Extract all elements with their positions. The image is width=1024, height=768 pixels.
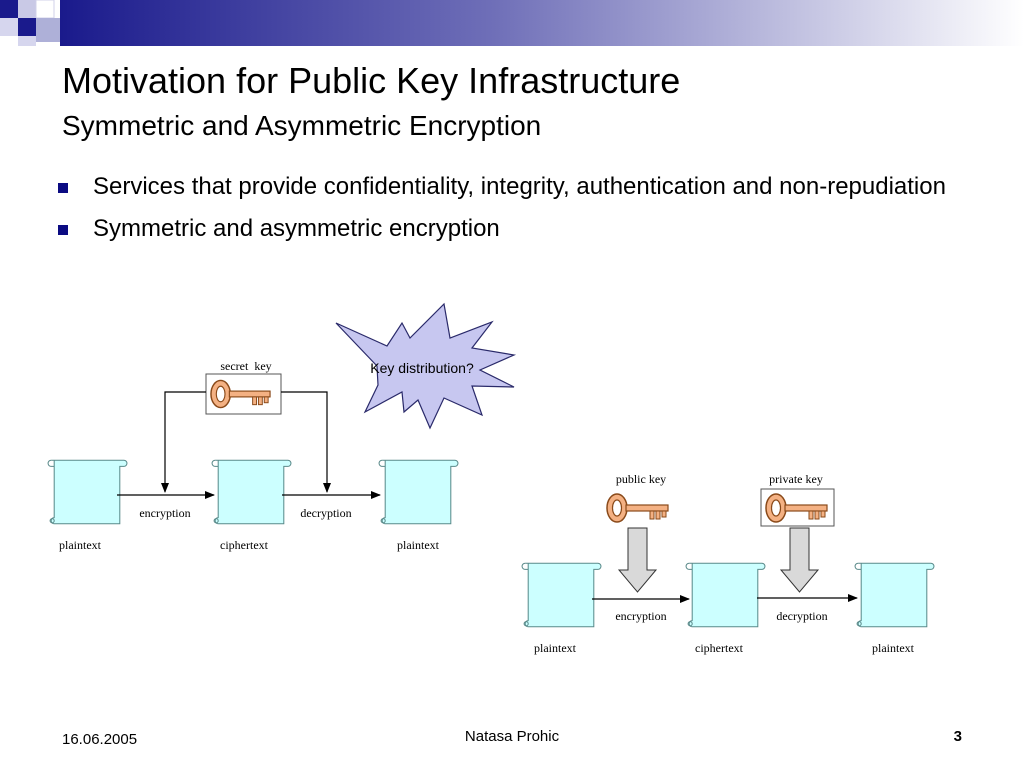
plaintext-label: plaintext: [872, 641, 915, 655]
ciphertext-scroll-icon: [685, 562, 766, 628]
key-distribution-starburst: [335, 302, 517, 430]
symmetric-diagram: secret key Key distribution? encryption …: [47, 302, 517, 552]
public-key-icon: [606, 493, 669, 523]
asymmetric-diagram: public key private key encryption decryp…: [521, 472, 935, 655]
public-key-label: public key: [616, 472, 666, 486]
bullet-text: Symmetric and asymmetric encryption: [93, 215, 500, 242]
header-decoration: [0, 0, 1024, 46]
bullet-item: Symmetric and asymmetric encryption: [58, 212, 958, 246]
slide-title: Motivation for Public Key Infrastructure: [62, 60, 681, 101]
plaintext-label: plaintext: [59, 538, 102, 552]
encryption-label: encryption: [615, 609, 666, 623]
plaintext-scroll-icon: [521, 562, 602, 628]
footer-date: 16.06.2005: [62, 731, 138, 748]
ciphertext-label: ciphertext: [695, 641, 744, 655]
ciphertext-label: ciphertext: [220, 538, 269, 552]
plaintext-scroll-icon: [378, 459, 459, 525]
plaintext-scroll-icon: [854, 562, 935, 628]
plaintext-label: plaintext: [397, 538, 440, 552]
private-key-label: private key: [769, 472, 823, 486]
key-distribution-label: Key distribution?: [370, 360, 474, 376]
page-number: 3: [953, 728, 962, 745]
square-bullet-icon: [58, 183, 68, 193]
encryption-label: encryption: [139, 506, 190, 520]
key-line-right: [281, 391, 331, 493]
ciphertext-scroll-icon: [211, 459, 292, 525]
bullet-text: Services that provide confidentiality, i…: [93, 173, 946, 200]
encryption-diagram: secret key Key distribution? encryption …: [47, 302, 935, 655]
secret-key-label: secret key: [220, 359, 271, 373]
decryption-label: decryption: [776, 609, 827, 623]
footer-author: Natasa Prohic: [464, 728, 560, 745]
plaintext-label: plaintext: [534, 641, 577, 655]
decryption-label: decryption: [300, 506, 351, 520]
public-key-down-arrow: [617, 527, 658, 593]
plaintext-scroll-icon: [47, 459, 128, 525]
bullet-item: Services that provide confidentiality, i…: [58, 170, 958, 204]
private-key-down-arrow: [779, 527, 820, 593]
key-line-left: [161, 391, 206, 493]
bullet-list: Services that provide confidentiality, i…: [58, 170, 958, 254]
square-bullet-icon: [58, 225, 68, 235]
slide-subtitle: Symmetric and Asymmetric Encryption: [62, 110, 542, 141]
